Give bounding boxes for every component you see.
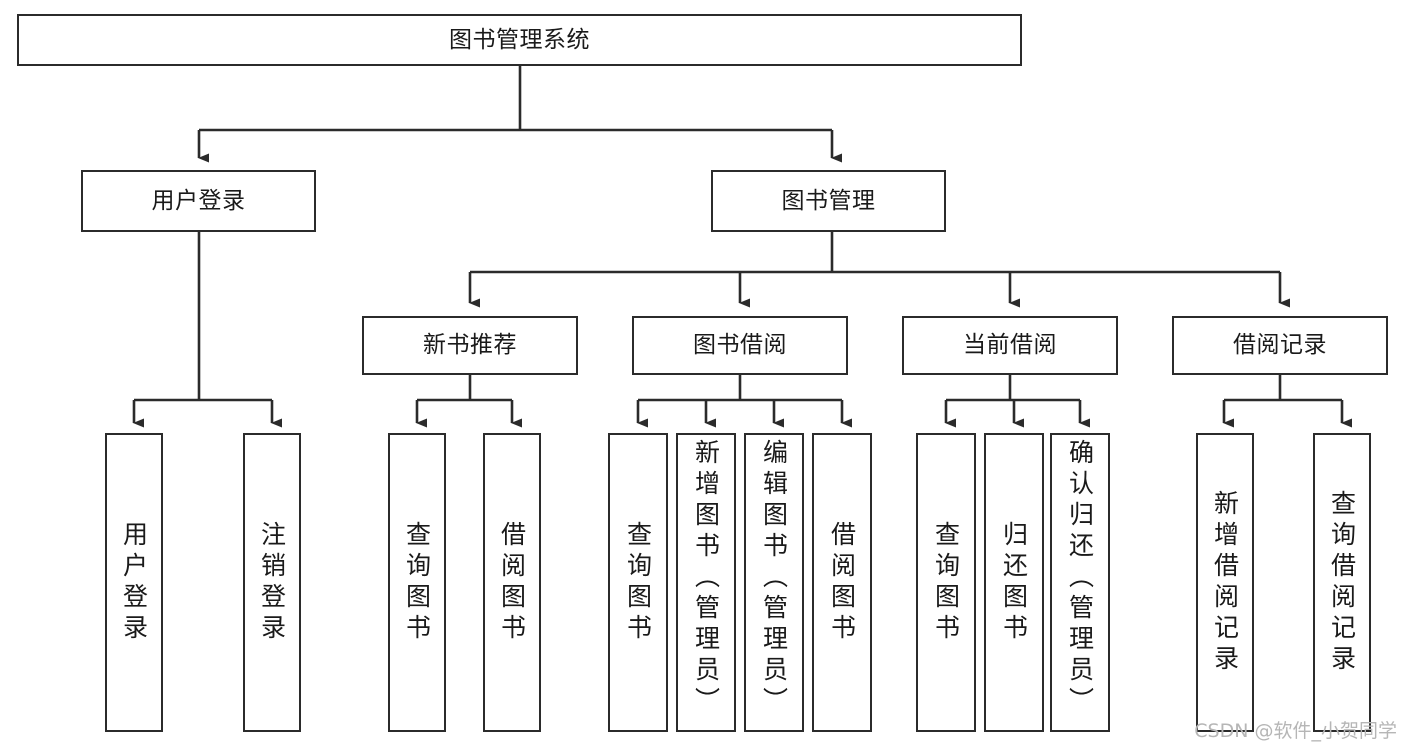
- node-label: 用户登录: [119, 520, 149, 645]
- node-label: 借阅记录: [1233, 332, 1327, 359]
- node-label: 当前借阅: [963, 332, 1057, 359]
- node-label: 用户登录: [151, 187, 246, 214]
- leaf-current-borrow-confirm-return-admin[interactable]: 确认归还（管理员）: [1050, 433, 1110, 732]
- leaf-new-book-borrow-book[interactable]: 借阅图书: [483, 433, 541, 732]
- leaf-borrow-record-query-record[interactable]: 查询借阅记录: [1313, 433, 1371, 732]
- node-label: 图书管理: [781, 187, 876, 214]
- csdn-watermark: CSDN @软件_小贺同学: [1194, 720, 1397, 742]
- leaf-current-borrow-query-book[interactable]: 查询图书: [916, 433, 976, 732]
- node-new-book-recommend[interactable]: 新书推荐: [362, 316, 578, 375]
- leaf-user-login-logout[interactable]: 注销登录: [243, 433, 301, 732]
- node-label: 借阅图书: [827, 520, 857, 645]
- node-label: 编辑图书（管理员）: [759, 439, 789, 718]
- leaf-new-book-query-book[interactable]: 查询图书: [388, 433, 446, 732]
- node-label: 新书推荐: [423, 332, 517, 359]
- node-label: 新增图书（管理员）: [691, 439, 721, 718]
- leaf-borrow-record-add-record[interactable]: 新增借阅记录: [1196, 433, 1254, 732]
- leaf-book-borrow-edit-book-admin[interactable]: 编辑图书（管理员）: [744, 433, 804, 732]
- node-label: 图书管理系统: [449, 26, 590, 53]
- leaf-book-borrow-borrow-book[interactable]: 借阅图书: [812, 433, 872, 732]
- node-label: 查询图书: [623, 520, 653, 645]
- node-label: 查询图书: [931, 520, 961, 645]
- leaf-book-borrow-query-book[interactable]: 查询图书: [608, 433, 668, 732]
- leaf-current-borrow-return-book[interactable]: 归还图书: [984, 433, 1044, 732]
- node-label: 注销登录: [257, 520, 287, 645]
- node-book-management[interactable]: 图书管理: [711, 170, 946, 232]
- node-label: 借阅图书: [497, 520, 527, 645]
- node-label: 查询借阅记录: [1327, 489, 1357, 676]
- node-user-login[interactable]: 用户登录: [81, 170, 316, 232]
- node-current-borrow[interactable]: 当前借阅: [902, 316, 1118, 375]
- node-root-book-management-system[interactable]: 图书管理系统: [17, 14, 1022, 66]
- node-label: 图书借阅: [693, 332, 787, 359]
- node-label: 确认归还（管理员）: [1065, 439, 1095, 718]
- leaf-user-login-login[interactable]: 用户登录: [105, 433, 163, 732]
- node-label: 查询图书: [402, 520, 432, 645]
- node-label: 新增借阅记录: [1210, 489, 1240, 676]
- node-label: 归还图书: [999, 520, 1029, 645]
- leaf-book-borrow-add-book-admin[interactable]: 新增图书（管理员）: [676, 433, 736, 732]
- node-borrow-record[interactable]: 借阅记录: [1172, 316, 1388, 375]
- node-book-borrow[interactable]: 图书借阅: [632, 316, 848, 375]
